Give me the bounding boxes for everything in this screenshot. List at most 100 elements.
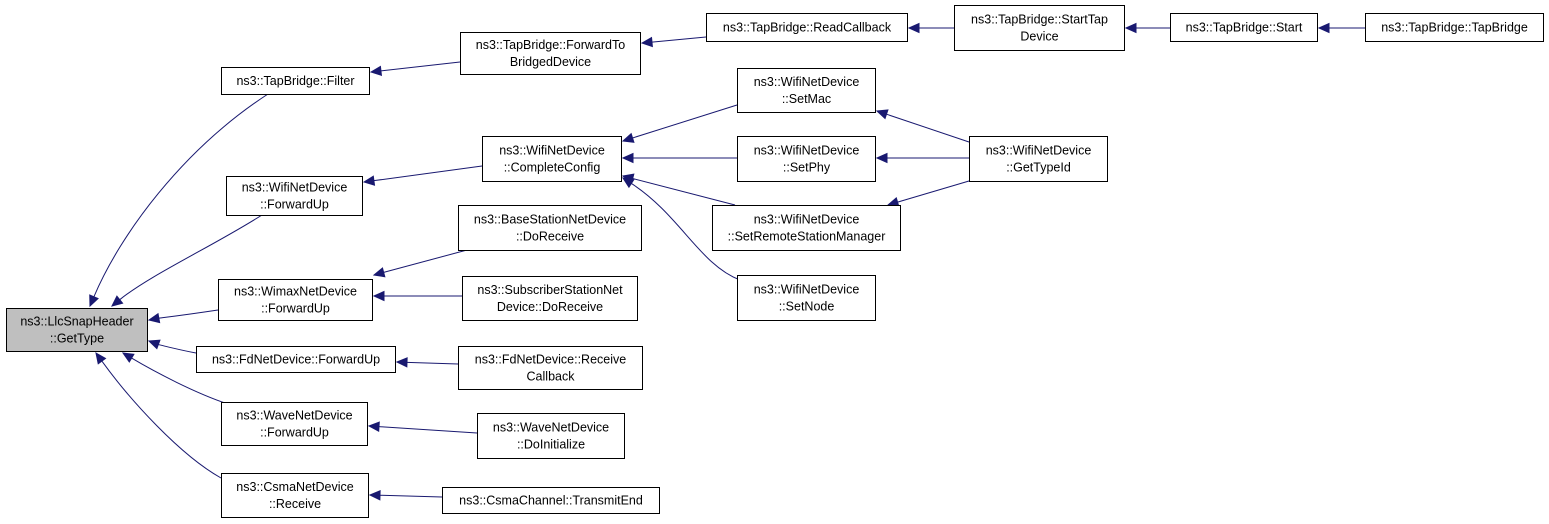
edge-line [378,426,478,434]
node-label-line: ns3::LlcSnapHeader [20,315,133,329]
edge-line [158,343,197,354]
arrowhead-icon [621,132,635,143]
edge-line [406,361,459,365]
node-box [969,136,1108,182]
node-box [737,136,876,182]
node-fd-forward-up[interactable]: ns3::FdNetDevice::ForwardUp [196,346,396,373]
node-label-line: ::ForwardUp [261,302,330,316]
node-wave-do-initialize[interactable]: ns3::WaveNetDevice::DoInitialize [477,413,625,459]
node-bs-do-receive[interactable]: ns3::BaseStationNetDevice::DoReceive [458,205,642,251]
edge-line [131,357,229,405]
node-wimax-forward-up[interactable]: ns3::WimaxNetDevice::ForwardUp [218,279,373,321]
node-box [221,402,368,446]
edge-tapbridge-filter-to-llc-get-type [89,93,269,308]
node-label-line: ns3::WifiNetDevice [754,75,860,89]
node-box [442,487,660,514]
node-label-line: Device [1020,30,1058,44]
node-label-line: ns3::TapBridge::ForwardTo [476,38,625,52]
node-wifi-set-remote-station-manager[interactable]: ns3::WifiNetDevice::SetRemoteStationMana… [712,205,901,251]
arrowhead-icon [1317,22,1330,34]
node-label-line: Callback [527,370,576,384]
arrowhead-icon [121,352,135,363]
node-box [458,205,642,251]
root-node-box [6,308,148,352]
node-label-line: ns3::TapBridge::Filter [236,74,354,88]
edge-wave-forward-up-to-llc-get-type [121,352,229,405]
node-label-line: BridgedDevice [510,55,591,69]
node-csma-receive[interactable]: ns3::CsmaNetDevice::Receive [221,473,369,518]
edge-tapbridge-ctor-to-tapbridge-start [1317,22,1365,34]
edge-wifi-get-type-id-to-wifi-set-mac [875,109,970,143]
node-box [1365,13,1544,42]
edge-line [632,104,738,139]
node-box [737,275,876,321]
edge-bs-do-receive-to-wimax-forward-up [372,249,468,278]
edge-wifi-forward-up-to-llc-get-type [111,214,263,307]
node-label-line: ::DoReceive [516,230,584,244]
node-wifi-set-phy[interactable]: ns3::WifiNetDevice::SetPhy [737,136,876,182]
edge-line [101,360,222,479]
arrowhead-icon [147,339,161,350]
node-label-line: ::DoInitialize [517,438,585,452]
edge-ss-do-receive-to-wimax-forward-up [372,290,462,302]
edge-line [93,93,269,297]
node-label-line: ::CompleteConfig [504,161,601,175]
node-tapbridge-filter[interactable]: ns3::TapBridge::Filter [221,67,370,95]
node-label-line: ::SetNode [779,300,835,314]
edge-line [632,178,736,206]
arrowhead-icon [875,152,888,164]
node-box [221,473,369,518]
arrowhead-icon [875,109,889,120]
node-ss-do-receive[interactable]: ns3::SubscriberStationNetDevice::DoRecei… [462,276,638,321]
edge-tapbridge-start-tap-device-to-tapbridge-read-callback [907,22,954,34]
edge-wifi-set-node-to-wifi-complete-config [621,177,741,281]
arrowhead-icon [372,290,385,302]
arrowhead-icon [621,152,634,164]
arrowhead-icon [640,36,653,48]
node-box [221,67,370,95]
call-edges [89,22,1365,501]
edge-csma-receive-to-llc-get-type [95,352,222,479]
node-tapbridge-read-callback[interactable]: ns3::TapBridge::ReadCallback [706,13,908,42]
node-label-line: ns3::TapBridge::StartTap [971,13,1108,27]
node-llc-get-type[interactable]: ns3::LlcSnapHeader::GetType [6,308,148,352]
node-label-line: ns3::SubscriberStationNet [477,283,623,297]
node-tapbridge-start[interactable]: ns3::TapBridge::Start [1170,13,1318,42]
arrowhead-icon [89,294,99,308]
arrowhead-icon [1124,22,1137,34]
arrowhead-icon [369,65,383,77]
edge-tapbridge-start-to-tapbridge-start-tap-device [1124,22,1170,34]
node-wifi-get-type-id[interactable]: ns3::WifiNetDevice::GetTypeId [969,136,1108,182]
node-wave-forward-up[interactable]: ns3::WaveNetDevice::ForwardUp [221,402,368,446]
arrowhead-icon [907,22,920,34]
node-label-line: ::SetMac [782,92,831,106]
edge-line [373,165,483,182]
node-label-line: ::SetRemoteStationManager [728,230,886,244]
node-box [460,32,641,75]
node-csma-transmit-end[interactable]: ns3::CsmaChannel::TransmitEnd [442,487,660,514]
node-tapbridge-ctor[interactable]: ns3::TapBridge::TapBridge [1365,13,1544,42]
edge-fd-forward-up-to-llc-get-type [147,339,197,354]
edge-csma-transmit-end-to-csma-receive [368,490,443,501]
node-wifi-complete-config[interactable]: ns3::WifiNetDevice::CompleteConfig [482,136,622,182]
node-wifi-set-mac[interactable]: ns3::WifiNetDevice::SetMac [737,68,876,113]
node-wifi-set-node[interactable]: ns3::WifiNetDevice::SetNode [737,275,876,321]
node-box [706,13,908,42]
arrowhead-icon [111,295,124,307]
node-box [458,346,643,390]
arrowhead-icon [367,421,380,432]
call-nodes: ns3::LlcSnapHeader::GetType ns3::TapBridg… [6,5,1544,518]
node-label-line: ns3::WifiNetDevice [499,144,605,158]
node-wifi-forward-up[interactable]: ns3::WifiNetDevice::ForwardUp [226,176,363,216]
edge-line [119,214,263,301]
node-label-line: ns3::FdNetDevice::ForwardUp [212,353,380,367]
node-box [226,176,363,216]
node-box [482,136,622,182]
node-label-line: ns3::WaveNetDevice [493,421,609,435]
arrowhead-icon [621,177,635,189]
arrowhead-icon [372,267,386,278]
edge-tapbridge-read-callback-to-tapbridge-forward-to [640,36,707,48]
